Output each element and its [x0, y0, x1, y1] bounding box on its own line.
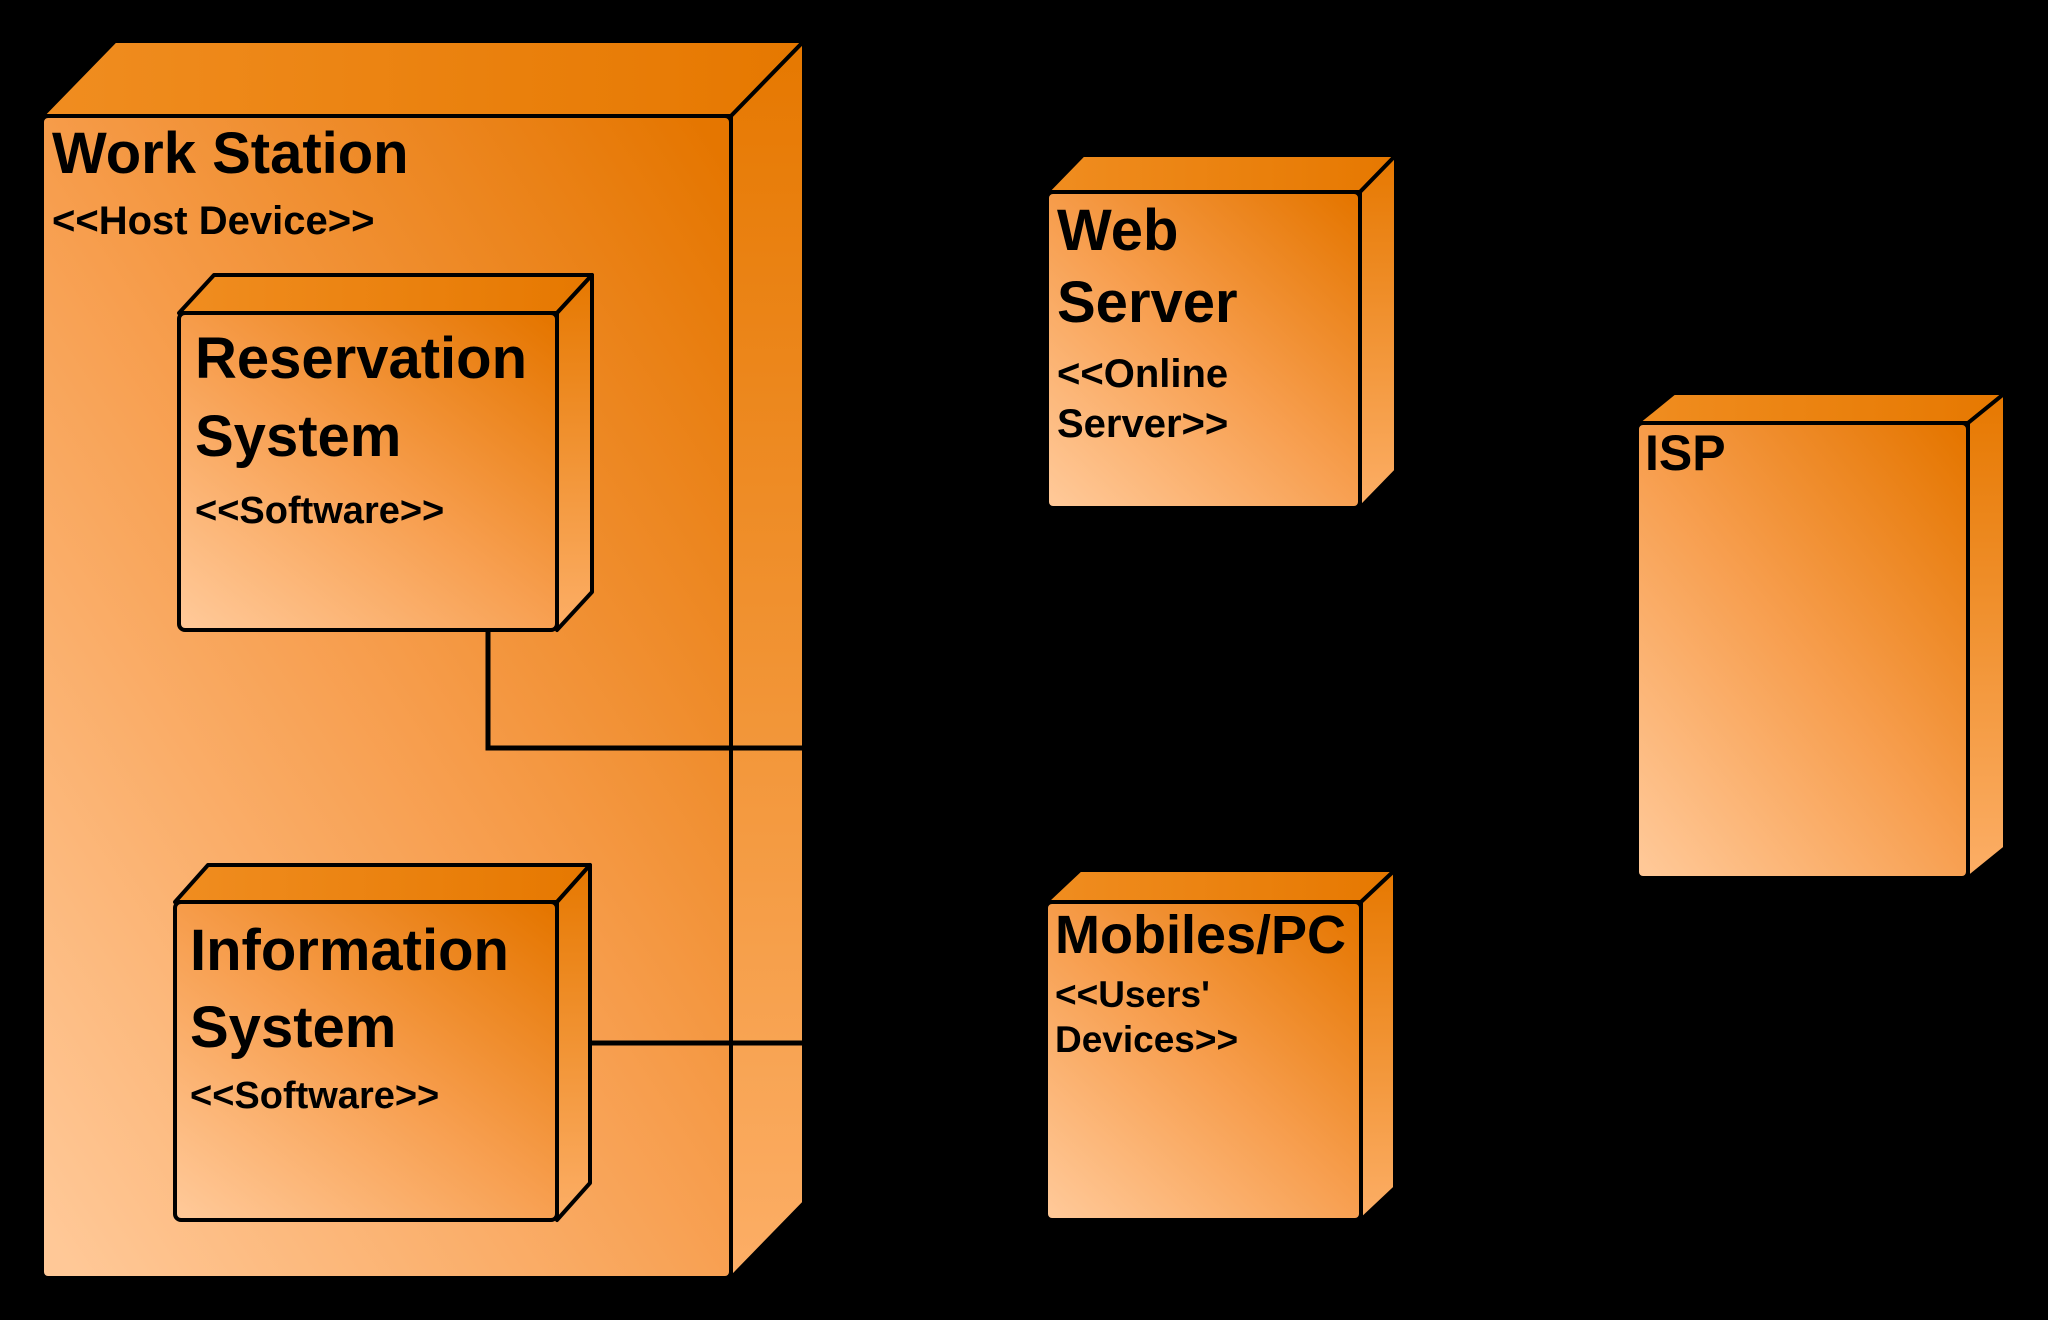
mobiles-pc-side-face	[1359, 868, 1397, 1222]
work-station-title: Work Station	[52, 121, 409, 186]
web-server-front-face	[1045, 190, 1362, 510]
information-system-top-face	[173, 863, 592, 904]
isp-front-face	[1635, 421, 1970, 880]
isp-top-face	[1635, 391, 2007, 425]
reservation-system-stereotype: <<Software>>	[195, 490, 444, 532]
mobiles-pc-stereotype-line2: Devices>>	[1055, 1019, 1238, 1060]
reservation-system-front-face	[177, 311, 559, 632]
reservation-system-title-line1: Reservation	[195, 326, 527, 391]
information-system-front-face	[173, 900, 559, 1222]
mobiles-pc-title: Mobiles/PC	[1055, 905, 1346, 965]
information-system-title-line2: System	[190, 995, 396, 1060]
node-mobiles-pc: Mobiles/PC <<Users' Devices>>	[1044, 868, 1397, 1222]
web-server-stereotype-line1: <<Online	[1057, 352, 1228, 396]
web-server-stereotype-line2: Server>>	[1057, 402, 1228, 446]
work-station-top-face	[40, 39, 806, 118]
work-station-side-face	[729, 39, 806, 1280]
web-server-title-line2: Server	[1057, 270, 1238, 335]
node-reservation-system: Reservation System <<Software>>	[177, 273, 594, 632]
reservation-system-side-face	[555, 273, 594, 632]
mobiles-pc-top-face	[1044, 868, 1397, 904]
node-information-system: Information System <<Software>>	[173, 863, 592, 1222]
work-station-stereotype: <<Host Device>>	[52, 199, 374, 243]
mobiles-pc-front-face	[1044, 900, 1363, 1222]
information-system-side-face	[555, 863, 592, 1222]
web-server-top-face	[1045, 153, 1398, 194]
work-station-labels: Work Station <<Host Device>>	[52, 121, 409, 243]
information-system-stereotype: <<Software>>	[190, 1075, 439, 1117]
isp-title: ISP	[1645, 425, 1726, 481]
node-isp: ISP	[1635, 391, 2007, 880]
web-server-side-face	[1358, 153, 1398, 510]
connector-reservation-system	[485, 630, 1040, 751]
isp-side-face	[1966, 391, 2007, 880]
mobiles-pc-stereotype-line1: <<Users'	[1055, 974, 1210, 1015]
reservation-system-title-line2: System	[195, 404, 401, 469]
node-web-server: Web Server <<Online Server>>	[1045, 153, 1398, 510]
reservation-system-top-face	[177, 273, 594, 315]
information-system-title-line1: Information	[190, 918, 509, 983]
web-server-title-line1: Web	[1057, 198, 1178, 263]
